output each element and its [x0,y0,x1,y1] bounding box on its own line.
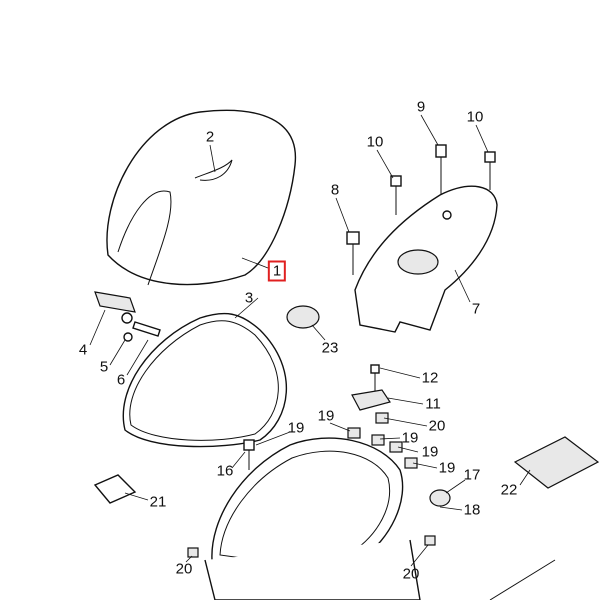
part-label-22[interactable]: 22 [500,481,518,499]
part-label-20[interactable]: 20 [175,560,193,578]
part-label-9[interactable]: 9 [416,98,426,116]
part-label-11[interactable]: 11 [425,395,441,413]
part-label-10[interactable]: 10 [366,133,384,151]
part-label-21[interactable]: 21 [149,493,167,511]
storage-box-part[interactable] [204,437,421,600]
manual-part[interactable] [513,436,600,489]
part-label-1-highlighted[interactable]: 1 [267,260,287,282]
part-label-19[interactable]: 19 [421,443,439,461]
part-label-19[interactable]: 19 [401,429,419,447]
emblem-part[interactable] [286,305,320,329]
rod-part [489,559,556,600]
part-label-5[interactable]: 5 [99,358,109,376]
part-label-8[interactable]: 8 [330,181,340,199]
part-label-12[interactable]: 12 [421,369,439,387]
grommet-part[interactable] [429,489,451,507]
part-label-18[interactable]: 18 [463,501,481,519]
part-label-17[interactable]: 17 [463,466,481,484]
label-sticker-part[interactable] [93,474,137,504]
part-label-4[interactable]: 4 [78,341,88,359]
cover-part[interactable] [354,185,498,333]
part-label-19[interactable]: 19 [438,459,456,477]
bracket-part[interactable] [351,389,391,411]
part-label-19[interactable]: 19 [317,407,335,425]
part-label-10[interactable]: 10 [466,108,484,126]
seal-part[interactable] [122,312,287,448]
hinge-part[interactable] [94,291,161,342]
part-label-6[interactable]: 6 [116,371,126,389]
part-label-16[interactable]: 16 [216,462,234,480]
part-label-19[interactable]: 19 [287,419,305,437]
part-label-2[interactable]: 2 [205,128,215,146]
part-label-20[interactable]: 20 [428,417,446,435]
leader-lines [89,114,531,567]
seat-part[interactable] [106,109,297,286]
part-label-3[interactable]: 3 [244,289,254,307]
bolts [243,144,496,470]
part-label-7[interactable]: 7 [471,300,481,318]
part-label-23[interactable]: 23 [321,339,339,357]
part-label-20[interactable]: 20 [402,565,420,583]
